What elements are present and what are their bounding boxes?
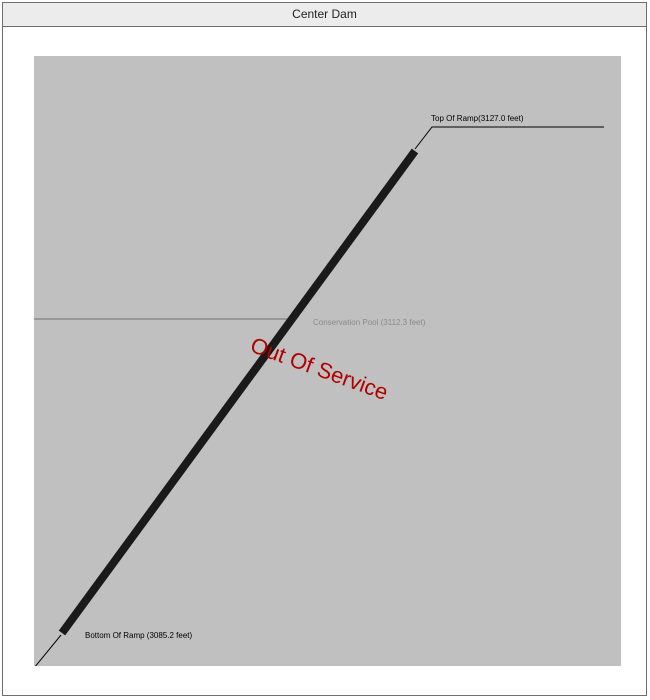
bottom-of-ramp-leader — [34, 634, 62, 666]
ramp-diagram-canvas: Top Of Ramp(3127.0 feet) Conservation Po… — [34, 114, 604, 666]
ramp-line — [58, 148, 419, 636]
panel-title: Center Dam — [3, 3, 646, 27]
top-of-ramp-leader — [414, 126, 604, 150]
top-of-ramp-label: Top Of Ramp(3127.0 feet) — [431, 114, 524, 123]
bottom-of-ramp-label: Bottom Of Ramp (3085.2 feet) — [85, 631, 192, 640]
ramp-diagram: Top Of Ramp(3127.0 feet) Conservation Po… — [34, 56, 621, 666]
out-of-service-label: Out Of Service — [247, 332, 391, 405]
conservation-pool-label: Conservation Pool (3112.3 feet) — [313, 318, 426, 327]
